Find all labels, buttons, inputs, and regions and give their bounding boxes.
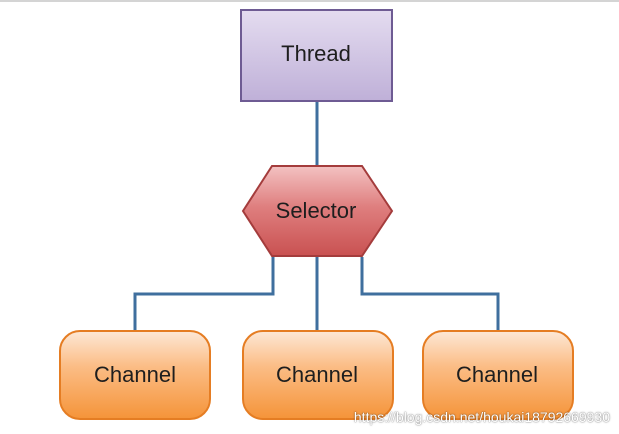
channel-label-3: Channel — [456, 362, 538, 387]
selector-hexagon — [241, 165, 394, 257]
channel-box-1 — [59, 330, 211, 420]
watermark-text: https://blog.csdn.net/houkai18792669930 — [353, 409, 610, 425]
selector-label: Selector — [276, 198, 357, 223]
channel-label-1: Channel — [94, 362, 176, 387]
channel-node-1: Channel — [59, 330, 211, 420]
channel-box-3 — [422, 330, 574, 420]
connector-selector-channel-3 — [360, 257, 500, 331]
channel-node-2: Channel — [242, 330, 394, 420]
top-border — [0, 0, 619, 2]
thread-node: Thread — [240, 9, 393, 102]
thread-box — [240, 9, 393, 102]
connector-selector-channel-1 — [133, 257, 275, 331]
thread-label: Thread — [281, 41, 351, 66]
channel-node-3: Channel — [422, 330, 574, 420]
selector-node: Selector — [241, 165, 394, 257]
channel-label-2: Channel — [276, 362, 358, 387]
connectors — [133, 101, 500, 331]
channel-box-2 — [242, 330, 394, 420]
